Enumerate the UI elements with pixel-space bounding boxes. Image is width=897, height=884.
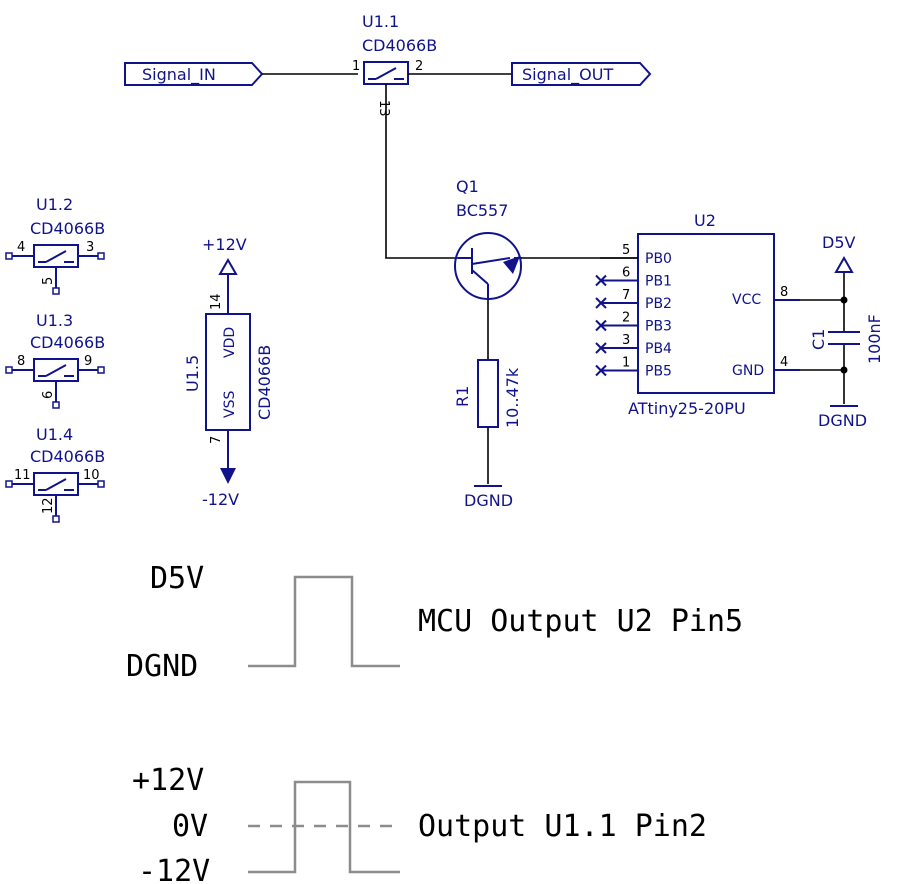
u1-2-switch: U1.2 CD4066B 4 3 5 [5, 195, 105, 295]
u2-pin-name: PB5 [645, 364, 672, 380]
u1-4-value: CD4066B [30, 447, 105, 466]
u1-3-ref: U1.3 [36, 311, 73, 330]
u2-pin-number: 5 [622, 243, 630, 258]
u2-pin-name: PB3 [645, 319, 672, 335]
u1-2-pin-c: 5 [41, 277, 56, 285]
no-connect-icon [595, 297, 607, 309]
u2-pin-number: 6 [622, 266, 630, 281]
c1-ref: C1 [809, 329, 828, 350]
no-connect-icon [595, 342, 607, 354]
dgnd-cap-text: DGND [818, 411, 867, 430]
u1-2-ref: U1.2 [36, 195, 73, 214]
u1-1-pin-ctrl: 13 [376, 100, 391, 117]
u1-5-neg-rail: -12V [202, 490, 239, 509]
u1-3-value: CD4066B [30, 333, 105, 352]
u1-5-ref: U1.5 [183, 355, 202, 392]
q1-value: BC557 [456, 201, 508, 220]
u1-1-ref: U1.1 [362, 12, 399, 31]
u2-gnd-label: GND [732, 363, 764, 379]
waveform1-trace [248, 575, 400, 668]
u1-4-pin-c: 12 [41, 497, 56, 514]
r1-resistor: R1 10..47k [453, 359, 522, 428]
signal-in-label: Signal_IN [124, 62, 264, 86]
u1-5-vss-label: VSS [222, 391, 238, 418]
u1-1-switch: U1.1 CD4066B 1 2 13 [352, 12, 437, 117]
u1-4-ref: U1.4 [36, 425, 73, 444]
r1-ref: R1 [453, 386, 472, 407]
signal-in-text: Signal_IN [142, 65, 216, 85]
u2-pin-name: PB0 [645, 251, 672, 267]
q1-ref: Q1 [456, 177, 479, 196]
u1-3-pin-c: 6 [41, 391, 56, 399]
waveform2-trace [248, 780, 400, 874]
wire-control [385, 84, 458, 259]
u1-5-pin-vdd: 14 [209, 293, 224, 310]
signal-out-text: Signal_OUT [522, 65, 613, 85]
u2-pin-vcc: 8 [780, 285, 788, 300]
u1-1-value: CD4066B [362, 36, 437, 55]
waveform2-high-label: +12V [132, 763, 204, 798]
waveform2-caption: Output U1.1 Pin2 [418, 809, 707, 844]
waveform-mcu-output: D5V DGND MCU Output U2 Pin5 [126, 561, 743, 684]
no-connect-icon [595, 364, 607, 377]
u2-pin-number: 7 [622, 288, 630, 303]
signal-out-label: Signal_OUT [511, 62, 652, 86]
u1-4-pin-b: 10 [83, 468, 100, 483]
u1-3-switch: U1.3 CD4066B 8 9 6 [5, 311, 105, 409]
dgnd-cap-symbol: DGND [818, 405, 867, 430]
u1-2-value: CD4066B [30, 219, 105, 238]
u1-4-pin-a: 11 [14, 468, 31, 483]
c1-capacitor: C1 100nF [809, 314, 884, 364]
q1-transistor: Q1 BC557 [454, 177, 522, 300]
u1-4-switch: U1.4 CD4066B 11 10 12 [5, 425, 105, 523]
waveform2-low-label: -12V [138, 854, 210, 884]
no-connect-icon [595, 274, 607, 287]
u1-5-value: CD4066B [255, 345, 274, 420]
u2-vcc-label: VCC [732, 292, 761, 308]
u1-5-pos-rail: +12V [202, 235, 247, 254]
u1-1-pin-out: 2 [415, 59, 423, 74]
c1-value: 100nF [865, 314, 884, 364]
u2-pin-name: PB1 [645, 274, 672, 290]
d5v-symbol: D5V [822, 233, 856, 273]
waveform1-high-label: D5V [150, 561, 204, 596]
u1-2-pin-b: 3 [86, 240, 94, 255]
u2-pin-name: PB4 [645, 341, 672, 357]
waveform1-caption: MCU Output U2 Pin5 [418, 604, 743, 639]
u2-pin-number: 2 [622, 311, 630, 326]
u2-pin-number: 1 [622, 356, 630, 371]
u2-ref: U2 [694, 211, 716, 230]
waveform1-low-label: DGND [126, 649, 198, 684]
u1-5-vdd-label: VDD [222, 327, 238, 358]
u2-pin-name: PB2 [645, 296, 672, 312]
r1-value: 10..47k [503, 367, 522, 428]
u1-5-power: +12V -12V 14 7 VDD VSS U1.5 CD4066B [183, 235, 274, 509]
d5v-text: D5V [822, 233, 856, 252]
waveform-switch-output: +12V 0V -12V Output U1.1 Pin2 [132, 763, 707, 884]
u2-pin-gnd: 4 [780, 355, 788, 370]
u2-value: ATtiny25-20PU [628, 399, 746, 418]
u1-5-pin-vss: 7 [209, 436, 224, 444]
dgnd-r1-text: DGND [464, 491, 513, 510]
u1-3-pin-a: 8 [17, 354, 25, 369]
u1-3-pin-b: 9 [84, 354, 92, 369]
waveform2-mid-label: 0V [172, 809, 208, 844]
u1-2-pin-a: 4 [17, 240, 25, 255]
u1-1-pin-in: 1 [352, 59, 360, 74]
u2-pin-number: 3 [622, 333, 630, 348]
no-connect-icon [595, 319, 607, 332]
dgnd-r1-symbol: DGND [464, 485, 513, 510]
